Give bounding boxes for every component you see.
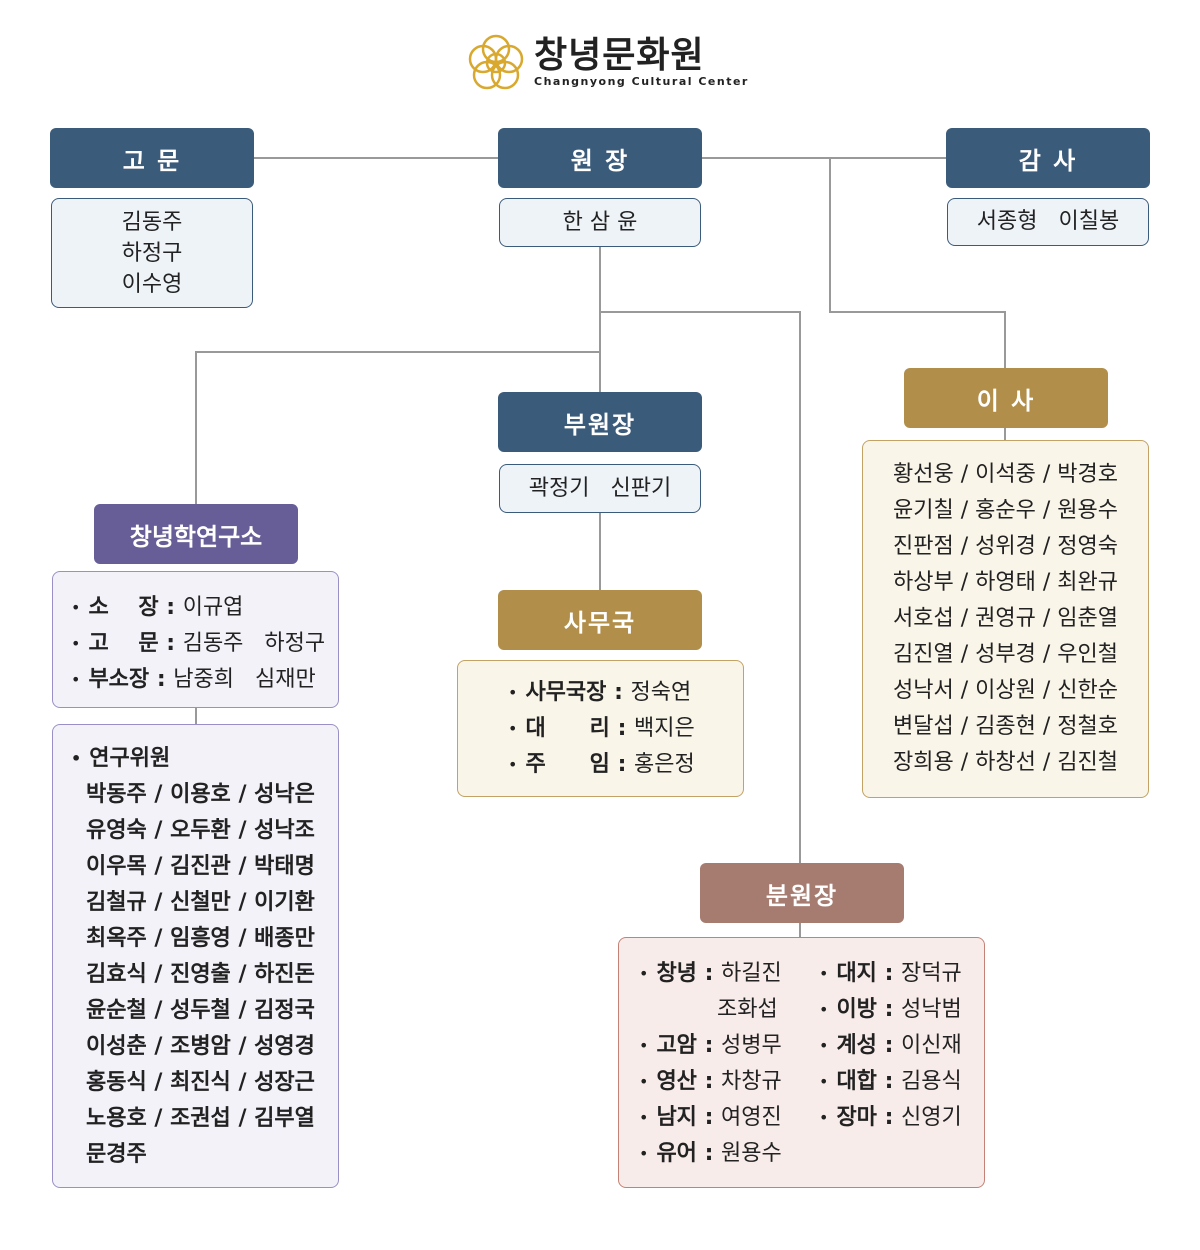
branch-manager: 조화섭 xyxy=(717,997,778,1022)
advisor-member: 이수영 xyxy=(121,271,183,297)
branch-entry: 장마 : 신영기 xyxy=(819,1100,962,1136)
branch-region: 유어 xyxy=(656,1141,697,1166)
board-row: 장희용 / 하창선 / 김진철 xyxy=(893,750,1118,775)
branch-entry: 유어 : 원용수 xyxy=(639,1136,819,1172)
branch-manager: 신영기 xyxy=(901,1105,962,1130)
board-row: 황선웅 / 이석중 / 박경호 xyxy=(893,462,1118,487)
logo-subtitle: Changnyong Cultural Center xyxy=(534,74,749,88)
researcher-row: 최옥주 / 임흥영 / 배종만 xyxy=(86,926,315,951)
researcher-row: 박동주 / 이용호 / 성낙은 xyxy=(86,782,315,807)
branch-region: 계성 xyxy=(836,1033,877,1058)
researcher-row: 이우목 / 김진관 / 박태명 xyxy=(86,854,315,879)
board-header: 이 사 xyxy=(904,368,1108,428)
branch-entry: 창녕 : 하길진 xyxy=(639,956,819,992)
branch-region: 대합 xyxy=(836,1069,877,1094)
institute-researchers-box: 연구위원 박동주 / 이용호 / 성낙은 유영숙 / 오두환 / 성낙조 이우목… xyxy=(52,724,339,1188)
board-row: 하상부 / 하영태 / 최완규 xyxy=(893,570,1118,595)
branch-manager: 여영진 xyxy=(721,1105,782,1130)
board-row: 윤기칠 / 홍순우 / 원용수 xyxy=(893,498,1118,523)
branch-manager: 장덕규 xyxy=(901,961,962,986)
branch-entry: 영산 : 차창규 xyxy=(639,1064,819,1100)
branch-region: 고암 xyxy=(656,1033,697,1058)
institute-leader: 부소장 : 남중희 심재만 xyxy=(71,662,338,698)
branch-box: 창녕 : 하길진조화섭고암 : 성병무영산 : 차창규남지 : 여영진유어 : … xyxy=(618,937,985,1188)
board-row: 서호섭 / 권영규 / 임춘열 xyxy=(893,606,1118,631)
branch-entry: 대합 : 김용식 xyxy=(819,1064,962,1100)
branch-region: 남지 xyxy=(656,1105,697,1130)
board-row: 변달섭 / 김종현 / 정철호 xyxy=(893,714,1118,739)
researchers-label: 연구위원 xyxy=(71,741,338,777)
vice-director-box: 곽정기 신판기 xyxy=(499,464,701,513)
branch-manager: 원용수 xyxy=(721,1141,782,1166)
researcher-row: 유영숙 / 오두환 / 성낙조 xyxy=(86,818,315,843)
researcher-row: 홍동식 / 최진식 / 성장근 xyxy=(86,1070,315,1095)
branch-manager: 이신재 xyxy=(901,1033,962,1058)
office-member: 대 리 : 백지은 xyxy=(508,711,743,747)
vice-director-names: 곽정기 신판기 xyxy=(528,475,672,501)
auditor-box: 서종형 이칠봉 xyxy=(947,198,1149,246)
researcher-row: 문경주 xyxy=(86,1142,147,1167)
director-header: 원 장 xyxy=(498,128,702,188)
institute-leader: 소 장 : 이규엽 xyxy=(71,590,338,626)
board-row: 성낙서 / 이상원 / 신한순 xyxy=(893,678,1118,703)
office-member: 사무국장 : 정숙연 xyxy=(508,675,743,711)
institute-header: 창녕학연구소 xyxy=(94,504,298,564)
branch-region: 창녕 xyxy=(656,961,697,986)
vice-director-header: 부원장 xyxy=(498,392,702,452)
researcher-row: 윤순철 / 성두철 / 김정국 xyxy=(86,998,315,1023)
branch-manager: 하길진 xyxy=(721,961,782,986)
logo-title: 창녕문화원 xyxy=(534,34,705,76)
board-box: 황선웅 / 이석중 / 박경호 윤기칠 / 홍순우 / 원용수 진판점 / 성위… xyxy=(862,440,1149,798)
office-box: 사무국장 : 정숙연 대 리 : 백지은 주 임 : 홍은정 xyxy=(457,660,744,797)
board-row: 김진열 / 성부경 / 우인철 xyxy=(893,642,1118,667)
branch-region: 장마 xyxy=(836,1105,877,1130)
branch-header: 분원장 xyxy=(700,863,904,923)
branch-manager: 성낙범 xyxy=(901,997,962,1022)
branch-manager: 성병무 xyxy=(721,1033,782,1058)
advisor-member: 하정구 xyxy=(121,240,183,266)
logo-emblem-icon xyxy=(468,34,524,90)
branch-entry: 고암 : 성병무 xyxy=(639,1028,819,1064)
branch-entry: 계성 : 이신재 xyxy=(819,1028,962,1064)
board-row: 진판점 / 성위경 / 정영숙 xyxy=(893,534,1118,559)
branch-entry: 이방 : 성낙범 xyxy=(819,992,962,1028)
branch-manager: 김용식 xyxy=(901,1069,962,1094)
branch-region: 대지 xyxy=(836,961,877,986)
researcher-row: 이성춘 / 조병암 / 성영경 xyxy=(86,1034,315,1059)
institute-leader: 고 문 : 김동주 하정구 xyxy=(71,626,338,662)
branch-region: 영산 xyxy=(656,1069,697,1094)
researcher-row: 김효식 / 진영출 / 하진돈 xyxy=(86,962,315,987)
branch-entry: 조화섭 xyxy=(639,992,819,1028)
advisor-header: 고 문 xyxy=(50,128,254,188)
director-box: 한 삼 윤 xyxy=(499,198,701,247)
researcher-row: 노용호 / 조권섭 / 김부열 xyxy=(86,1106,315,1131)
branch-region: 이방 xyxy=(836,997,877,1022)
branch-manager: 차창규 xyxy=(721,1069,782,1094)
advisor-member: 김동주 xyxy=(121,209,183,235)
advisor-box: 김동주 하정구 이수영 xyxy=(51,198,253,308)
auditor-header: 감 사 xyxy=(946,128,1150,188)
office-member: 주 임 : 홍은정 xyxy=(508,747,743,783)
branch-entry: 대지 : 장덕규 xyxy=(819,956,962,992)
director-name: 한 삼 윤 xyxy=(562,209,638,235)
auditor-names: 서종형 이칠봉 xyxy=(976,209,1120,234)
researcher-row: 김철규 / 신철만 / 이기환 xyxy=(86,890,315,915)
branch-entry: 남지 : 여영진 xyxy=(639,1100,819,1136)
institute-leaders-box: 소 장 : 이규엽 고 문 : 김동주 하정구 부소장 : 남중희 심재만 xyxy=(52,571,339,708)
logo: 창녕문화원 Changnyong Cultural Center xyxy=(466,32,749,92)
office-header: 사무국 xyxy=(498,590,702,650)
